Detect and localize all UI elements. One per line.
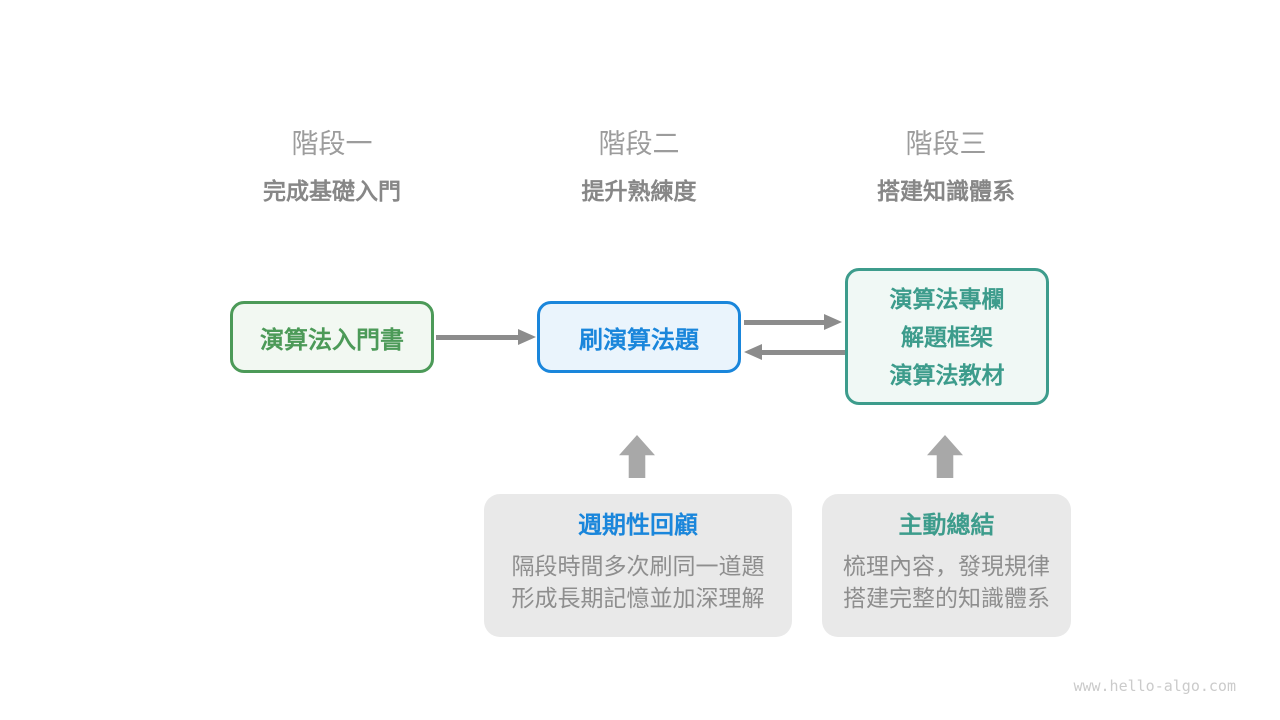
panel-review-title: 週期性回顧 bbox=[578, 512, 698, 539]
arrow-line bbox=[436, 335, 520, 340]
node-intro-book-label: 演算法入門書 bbox=[260, 326, 404, 354]
node-practice-problems: 刷演算法題 bbox=[537, 301, 741, 373]
node-resources-line-3: 演算法教材 bbox=[889, 361, 1005, 388]
stage-column-3: 階段三 搭建知識體系 bbox=[796, 128, 1096, 205]
node-resources-line-2: 解題框架 bbox=[901, 323, 993, 350]
up-arrow-icon-review bbox=[619, 435, 655, 478]
arrow-right-head-icon bbox=[518, 329, 536, 345]
watermark-url: www.hello-algo.com bbox=[1073, 677, 1236, 695]
up-arrow-icon-summary bbox=[927, 435, 963, 478]
panel-summary-body: 梳理內容，發現規律 搭建完整的知識體系 bbox=[822, 550, 1071, 614]
arrow-line bbox=[744, 320, 826, 325]
panel-summary-body-line-1: 梳理內容，發現規律 bbox=[843, 553, 1050, 579]
arrow-right-head-icon bbox=[824, 314, 842, 330]
panel-review-body-line-1: 隔段時間多次刷同一道題 bbox=[511, 553, 765, 579]
stage-1-subtitle: 完成基礎入門 bbox=[263, 178, 401, 204]
arrow-line bbox=[762, 350, 845, 355]
arrow-left-head-icon bbox=[744, 344, 762, 360]
panel-periodic-review: 週期性回顧 隔段時間多次刷同一道題 形成長期記憶並加深理解 bbox=[484, 494, 792, 637]
panel-review-body-line-2: 形成長期記憶並加深理解 bbox=[511, 585, 765, 611]
node-resources-line-1: 演算法專欄 bbox=[889, 285, 1005, 312]
stage-2-label: 階段二 bbox=[598, 129, 680, 159]
node-intro-book: 演算法入門書 bbox=[230, 301, 434, 373]
stage-1-label: 階段一 bbox=[291, 129, 373, 159]
node-practice-label: 刷演算法題 bbox=[579, 326, 699, 354]
stage-column-2: 階段二 提升熟練度 bbox=[489, 128, 789, 205]
node-knowledge-resources: 演算法專欄 解題框架 演算法教材 bbox=[845, 268, 1049, 405]
panel-summary-title: 主動總結 bbox=[898, 512, 995, 539]
stage-3-label: 階段三 bbox=[905, 129, 987, 159]
panel-active-summary: 主動總結 梳理內容，發現規律 搭建完整的知識體系 bbox=[822, 494, 1071, 637]
stage-3-subtitle: 搭建知識體系 bbox=[877, 178, 1015, 204]
stage-column-1: 階段一 完成基礎入門 bbox=[182, 128, 482, 205]
panel-summary-body-line-2: 搭建完整的知識體系 bbox=[843, 585, 1050, 611]
stage-2-subtitle: 提升熟練度 bbox=[581, 178, 697, 204]
panel-review-body: 隔段時間多次刷同一道題 形成長期記憶並加深理解 bbox=[484, 550, 792, 614]
